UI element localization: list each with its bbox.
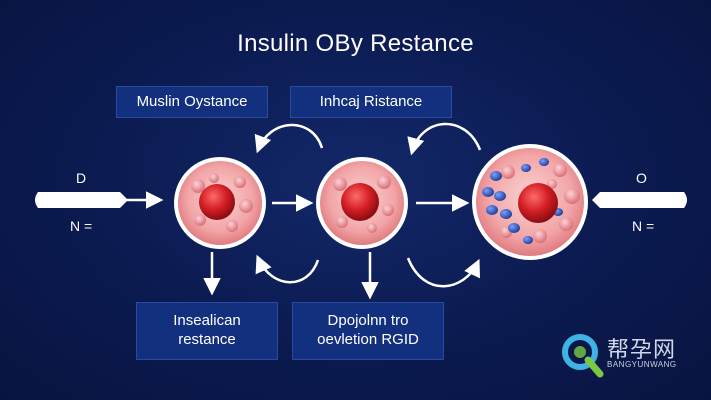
label-bottom-right-line2: oevletion RGID [317, 331, 419, 348]
label-bottom-right-line1: Dpojolnn tro [327, 312, 409, 330]
label-bottom-left-line2: restance [178, 331, 236, 348]
side-label-left-top: D [76, 170, 87, 186]
cell-3 [472, 144, 588, 260]
side-label-right-bottom: N = [632, 218, 655, 234]
label-bottom-right: Dpojolnn tro oevletion RGID [292, 302, 444, 360]
watermark-en: BANGYUNWANG [607, 360, 677, 369]
cell-2 [316, 157, 408, 249]
label-top-right: Inhcaj Ristance [290, 86, 452, 118]
label-bottom-left: Insealican restance [136, 302, 278, 360]
curve-arrow-bottom-left [255, 254, 320, 284]
receptor-cluster [482, 158, 563, 244]
output-bar-right [592, 192, 687, 208]
page-title: Insulin OBy Restance [237, 30, 474, 57]
side-label-right-top: O [636, 170, 647, 186]
watermark-cn: 帮孕网 [607, 338, 677, 363]
curve-arrow-bottom-right [406, 257, 480, 288]
cell-1 [174, 157, 266, 249]
watermark-logo-icon [562, 334, 604, 378]
label-top-left: Muslin Oystance [116, 86, 268, 118]
side-label-left-bottom: N = [70, 218, 93, 234]
input-bar-left [35, 191, 164, 209]
watermark: 帮孕网 BANGYUNWANG [555, 330, 705, 378]
label-bottom-left-line1: Insealican [173, 312, 241, 330]
curve-arrow-top-left [254, 123, 324, 154]
curve-arrow-top-right [407, 122, 482, 156]
